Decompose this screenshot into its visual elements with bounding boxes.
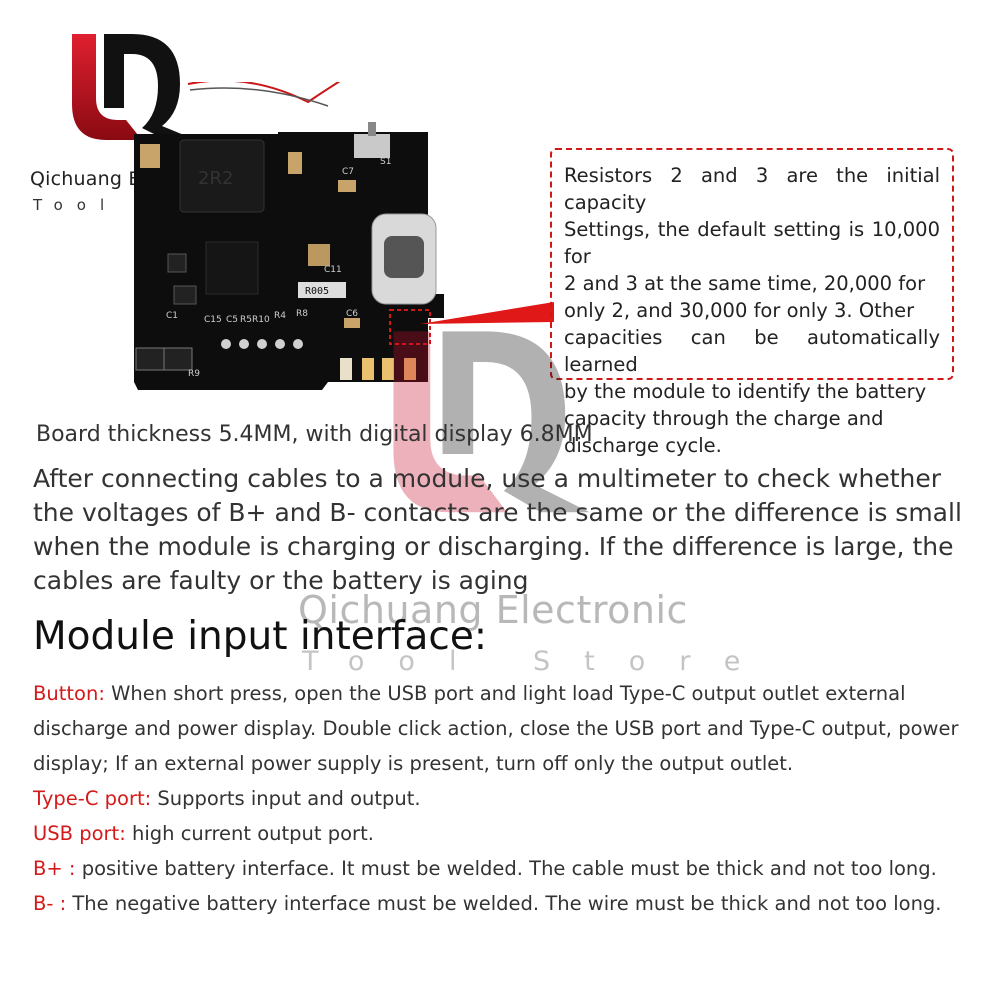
callout-line: by the module to identify the battery [564, 380, 927, 403]
item-key: USB port: [33, 822, 126, 845]
item-key: Type-C port: [33, 787, 152, 810]
watermark-name: Qichuang Electronic [298, 588, 688, 632]
label-s1: S1 [380, 157, 391, 167]
label-c7: C7 [342, 167, 354, 177]
label-c1: C1 [166, 311, 178, 321]
label-c11: C11 [324, 265, 342, 275]
svg-text:2R2: 2R2 [198, 168, 233, 189]
item-text: positive battery interface. It must be w… [75, 857, 937, 880]
label-r8: R8 [296, 309, 308, 319]
callout-line: Resistors 2 and 3 are the initial capaci… [564, 164, 940, 214]
item-key: B- : [33, 892, 67, 915]
callout-pointer [420, 302, 554, 324]
callout-line: only 2, and 30,000 for only 3. Other [564, 299, 915, 322]
interface-item-bminus: B- : The negative battery interface must… [33, 886, 963, 921]
label-c6: C6 [346, 309, 358, 319]
interface-item-button: Button: When short press, open the USB p… [33, 676, 963, 781]
board-thickness-note: Board thickness 5.4MM, with digital disp… [36, 422, 593, 447]
label-r10: R10 [252, 315, 270, 325]
callout-line: Settings, the default setting is 10,000 … [564, 218, 940, 268]
interface-list: Button: When short press, open the USB p… [33, 676, 963, 921]
item-text: Supports input and output. [151, 787, 421, 810]
resistor-label: R005 [305, 286, 329, 297]
item-text: The negative battery interface must be w… [66, 892, 942, 915]
interface-item-usb: USB port: high current output port. [33, 816, 963, 851]
label-r4: R4 [274, 311, 286, 321]
label-r9: R9 [188, 369, 200, 379]
callout-line: capacity through the charge and [564, 407, 884, 430]
watermark-subtitle: Tool Store [302, 646, 775, 677]
brand-logo [72, 34, 196, 140]
item-key: Button: [33, 682, 105, 705]
section-heading: Module input interface: [33, 614, 488, 659]
pcb-board-image: 2R2 R005 C7 S1 C6 R8 R4 C1 R9 C15 C5 R [134, 82, 444, 390]
callout-line: 2 and 3 at the same time, 20,000 for [564, 272, 926, 295]
callout-line: discharge cycle. [564, 434, 722, 457]
multimeter-check-note: After connecting cables to a module, use… [33, 464, 962, 595]
label-c5: C5 [226, 315, 238, 325]
item-text: When short press, open the USB port and … [33, 682, 959, 775]
callout-line: capacities can be automatically learned [564, 326, 940, 376]
resistor-settings-callout: Resistors 2 and 3 are the initial capaci… [550, 148, 954, 457]
interface-item-typec: Type-C port: Supports input and output. [33, 781, 963, 816]
item-text: high current output port. [125, 822, 374, 845]
label-c15: C15 [204, 315, 222, 325]
item-key: B+ : [33, 857, 76, 880]
label-r5: R5 [240, 315, 252, 325]
watermark-logo [393, 331, 590, 513]
interface-item-bplus: B+ : positive battery interface. It must… [33, 851, 963, 886]
